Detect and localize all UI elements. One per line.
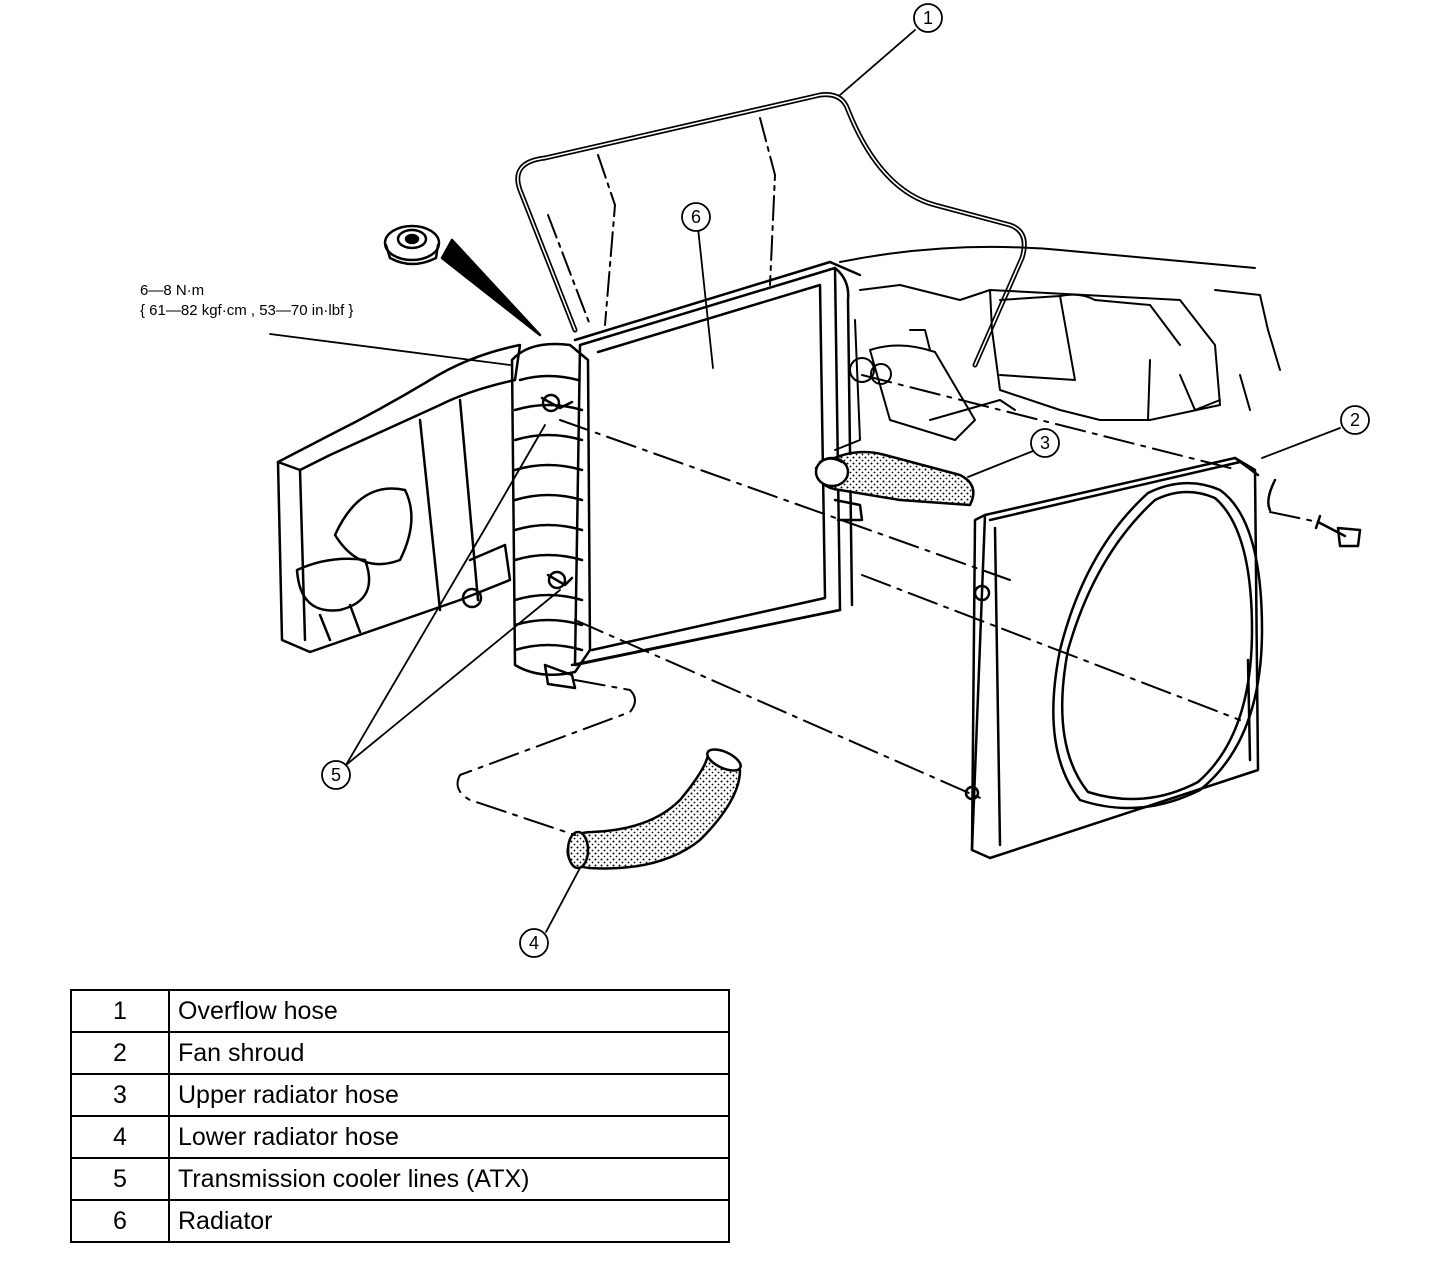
legend-number: 1 (70, 989, 170, 1033)
parts-legend-table: 1 Overflow hose 2 Fan shroud 3 Upper rad… (70, 989, 730, 1243)
callout-6: 6 (681, 202, 711, 232)
fan-shroud (964, 456, 1277, 860)
callout-1-label: 1 (923, 8, 933, 28)
alignment-lines (456, 374, 1319, 836)
torque-spec: 6—8 N·m { 61—82 kgf·cm , 53—70 in·lbf } (140, 281, 353, 321)
overflow-hose (515, 92, 1027, 368)
legend-row: 2 Fan shroud (70, 1031, 730, 1075)
torque-spec-nm: 6—8 N·m (140, 282, 205, 299)
callout-6-label: 6 (691, 207, 701, 227)
legend-label: Lower radiator hose (168, 1115, 730, 1159)
legend-label: Transmission cooler lines (ATX) (168, 1157, 730, 1201)
engine-compartment (834, 245, 1281, 451)
legend-label: Upper radiator hose (168, 1073, 730, 1117)
legend-number: 4 (70, 1115, 170, 1159)
legend-label: Fan shroud (168, 1031, 730, 1075)
legend-row: 4 Lower radiator hose (70, 1115, 730, 1159)
upper-radiator-hose (814, 450, 975, 522)
legend-number: 2 (70, 1031, 170, 1075)
legend-number: 5 (70, 1157, 170, 1201)
legend-row: 5 Transmission cooler lines (ATX) (70, 1157, 730, 1201)
legend-row: 3 Upper radiator hose (70, 1073, 730, 1117)
callout-5: 5 (321, 760, 351, 790)
torque-spec-alt-units: { 61—82 kgf·cm , 53—70 in·lbf } (140, 302, 354, 319)
callout-3-label: 3 (1040, 433, 1050, 453)
legend-label: Radiator (168, 1199, 730, 1243)
callout-4-label: 4 (529, 933, 539, 953)
radiator-cap (383, 224, 441, 266)
callout-3: 3 (1030, 428, 1060, 458)
leader-lines (269, 29, 1341, 933)
callout-4: 4 (519, 928, 549, 958)
callout-2-label: 2 (1350, 410, 1360, 430)
radiator-side-tank (510, 342, 592, 690)
radiator (570, 260, 862, 667)
legend-number: 3 (70, 1073, 170, 1117)
legend-number: 6 (70, 1199, 170, 1243)
callout-2: 2 (1340, 405, 1370, 435)
callout-5-label: 5 (331, 765, 341, 785)
shroud-bolt (1314, 514, 1362, 548)
callout-1: 1 (913, 3, 943, 33)
lower-radiator-hose (566, 748, 742, 870)
legend-row: 1 Overflow hose (70, 989, 730, 1033)
radiator-support-bracket (276, 343, 522, 654)
legend-row: 6 Radiator (70, 1199, 730, 1243)
cap-arrow (440, 238, 542, 337)
transmission-cooler-fittings (540, 396, 574, 587)
legend-label: Overflow hose (168, 989, 730, 1033)
